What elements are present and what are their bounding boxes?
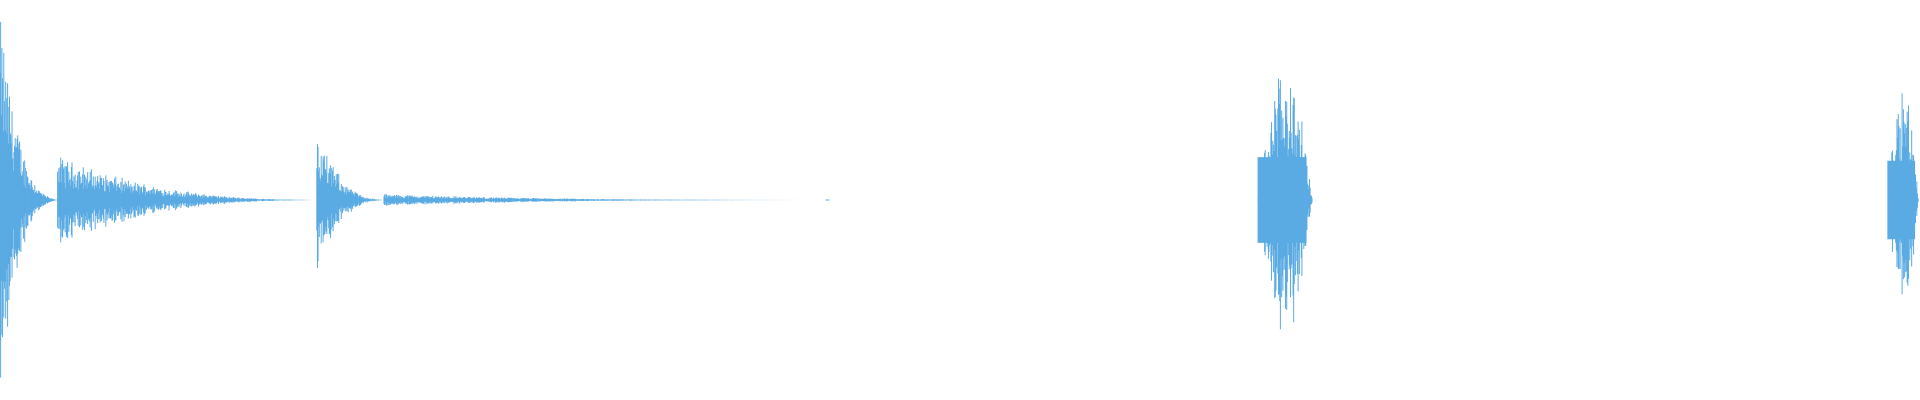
waveform-series	[0, 22, 1919, 378]
waveform-core-band	[1887, 160, 1916, 240]
waveform-core-band	[0, 170, 15, 230]
waveform-core-band	[57, 193, 123, 207]
waveform-core-band	[384, 199, 495, 201]
waveform-core-band	[316, 189, 334, 211]
waveform-core-band	[1257, 157, 1307, 243]
